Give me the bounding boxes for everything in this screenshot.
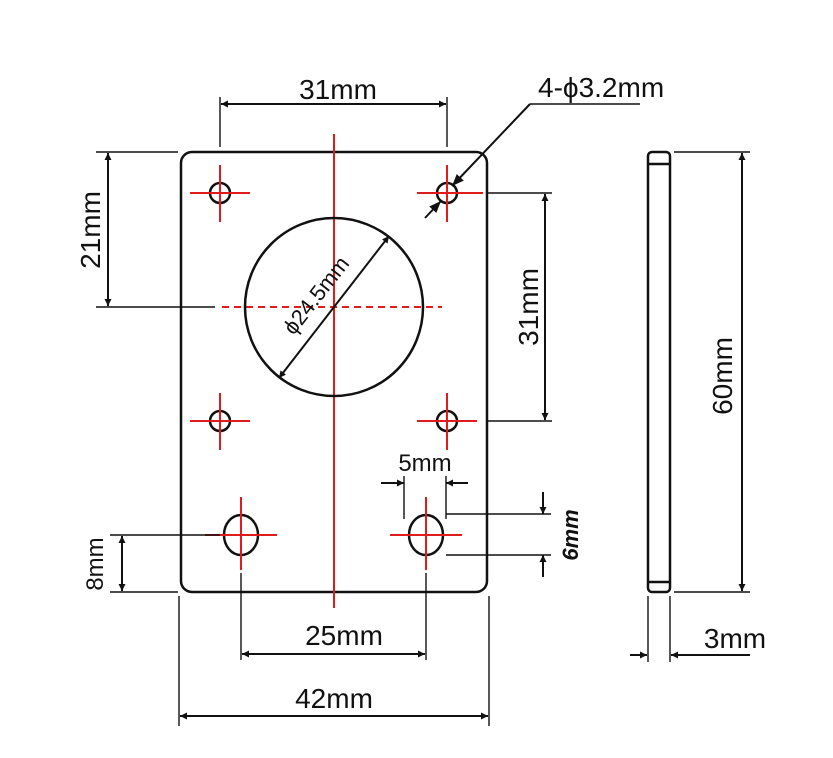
label-slot-length: 6mm bbox=[558, 509, 583, 560]
dim-overall-height: 60mm bbox=[674, 151, 750, 593]
mounting-hole bbox=[417, 393, 477, 450]
slot-hole bbox=[205, 497, 277, 570]
dim-top-edge-offset: 21mm bbox=[75, 151, 215, 308]
side-view: 60mm 3mm bbox=[630, 150, 766, 662]
label-thickness: 3mm bbox=[704, 623, 766, 654]
mounting-hole bbox=[417, 165, 483, 222]
label-top-hole-spacing: 31mm bbox=[299, 74, 377, 105]
dim-top-hole-spacing: 31mm bbox=[219, 74, 448, 147]
plate-side-outline bbox=[646, 150, 672, 594]
dim-slot-length: 6mm bbox=[446, 492, 583, 577]
dim-overall-width: 42mm bbox=[178, 596, 490, 726]
label-overall-width: 42mm bbox=[295, 683, 373, 714]
mounting-hole bbox=[190, 393, 250, 450]
label-top-edge-offset: 21mm bbox=[75, 191, 106, 269]
label-slot-width: 5mm bbox=[398, 450, 451, 477]
dim-hole-spec: 4-ϕ3.2mm bbox=[424, 72, 664, 219]
mounting-hole bbox=[190, 165, 250, 222]
dim-thickness: 3mm bbox=[630, 596, 766, 662]
dim-bottom-offset: 8mm bbox=[82, 534, 220, 593]
slot-hole bbox=[390, 497, 462, 570]
label-vertical-hole-spacing: 31mm bbox=[513, 268, 544, 346]
center-bore bbox=[243, 216, 425, 398]
front-view: 31mm 4-ϕ3.2mm 21mm 31mm ϕ24.5mm bbox=[75, 72, 664, 726]
label-bottom-offset: 8mm bbox=[82, 537, 109, 590]
label-hole-spec: 4-ϕ3.2mm bbox=[538, 72, 664, 103]
dim-slot-width: 5mm bbox=[381, 450, 468, 519]
dim-vertical-hole-spacing: 31mm bbox=[488, 192, 552, 422]
dim-slot-spacing: 25mm bbox=[240, 573, 427, 660]
label-overall-height: 60mm bbox=[707, 337, 738, 415]
label-slot-spacing: 25mm bbox=[305, 620, 383, 651]
